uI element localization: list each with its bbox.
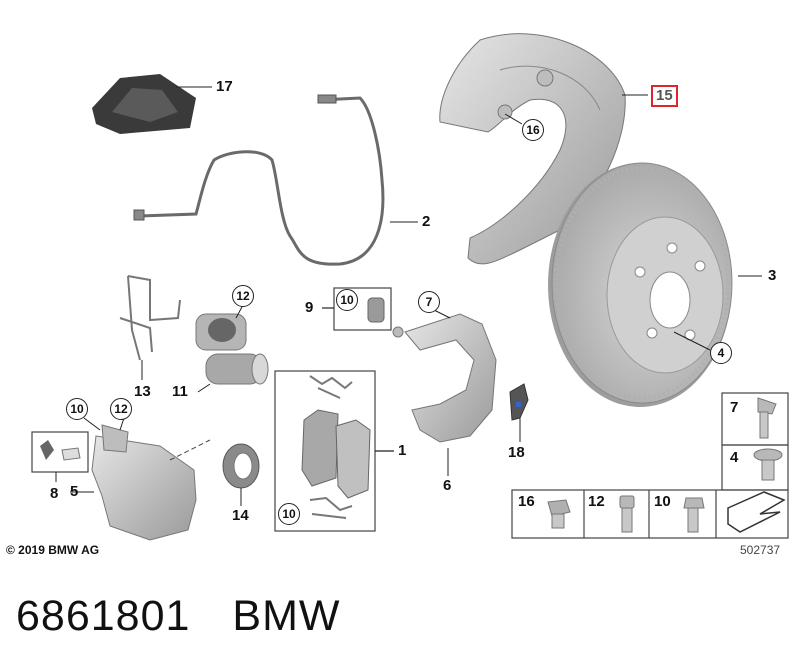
callout-11: 11 <box>172 383 188 400</box>
leader-lines <box>55 86 762 506</box>
callout-6: 6 <box>443 477 452 494</box>
motor-part-11 <box>195 313 269 385</box>
caliper-part-5 <box>91 424 211 541</box>
brand-name: BMW <box>232 592 341 640</box>
legend-label-12: 12 <box>588 493 605 510</box>
callout-2: 2 <box>422 213 431 230</box>
callout-12-caliper: 12 <box>110 398 132 420</box>
legend-label-4: 4 <box>730 449 739 466</box>
callout-17: 17 <box>216 78 233 95</box>
callout-4: 4 <box>710 342 732 364</box>
wear-sensor-part-2 <box>133 94 385 266</box>
callout-12-motor: 12 <box>232 285 254 307</box>
copyright-text: © 2019 BMW AG <box>6 543 100 557</box>
clip-part-18 <box>509 383 529 421</box>
callout-14: 14 <box>232 507 249 524</box>
diagram-code: 502737 <box>740 543 781 557</box>
callout-15-highlighted: 15 <box>651 85 678 107</box>
brake-pads-box-part-1 <box>274 370 394 532</box>
seal-ring-part-14 <box>222 443 260 489</box>
callout-3: 3 <box>768 267 777 284</box>
fastener-legend <box>511 392 789 539</box>
fastener-icons <box>547 397 786 533</box>
callout-1: 1 <box>398 442 407 459</box>
guide-sleeve-box-part-9 <box>322 287 392 331</box>
callout-9: 9 <box>305 299 314 316</box>
legend-label-16: 16 <box>518 493 535 510</box>
caliper-carrier-part-6 <box>392 313 497 443</box>
callout-18: 18 <box>508 444 525 461</box>
callout-10-caliper: 10 <box>66 398 88 420</box>
callout-10-pads: 10 <box>278 503 300 525</box>
callout-7: 7 <box>418 291 440 313</box>
legend-label-7: 7 <box>730 399 739 416</box>
callout-10-box9: 10 <box>336 289 358 311</box>
legend-label-10: 10 <box>654 493 671 510</box>
callout-13: 13 <box>134 383 151 400</box>
cover-part-17 <box>92 74 196 134</box>
bracket-part-13 <box>119 275 181 361</box>
footer: 6861801 BMW <box>16 592 341 641</box>
brake-disc-part-3 <box>548 162 733 407</box>
callout-16: 16 <box>522 119 544 141</box>
callout-5: 5 <box>70 483 79 500</box>
part-number: 6861801 <box>16 592 191 640</box>
callout-8: 8 <box>50 485 59 502</box>
clip-box-part-8 <box>31 431 89 473</box>
